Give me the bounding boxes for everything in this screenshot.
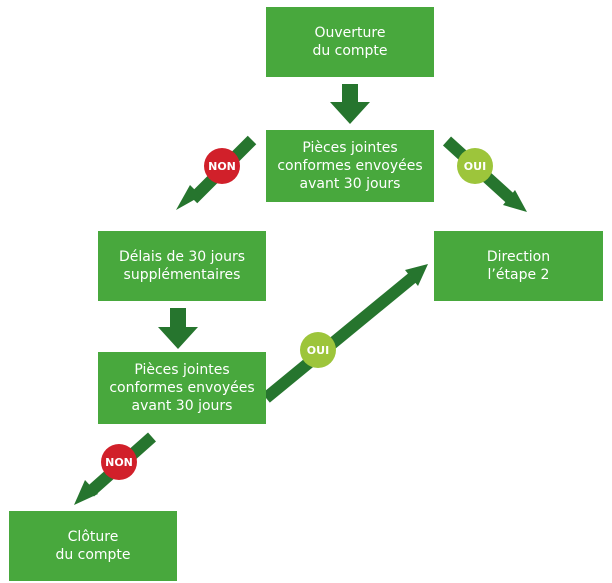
badge-oui-2: OUI bbox=[300, 332, 336, 368]
badge-oui-1: OUI bbox=[457, 148, 493, 184]
arrow-ouverture-to-pieces bbox=[330, 84, 370, 124]
badge-non-1: NON bbox=[204, 148, 240, 184]
node-delais-30-jours: Délais de 30 jours supplémentaires bbox=[98, 231, 266, 301]
node-ouverture-du-compte: Ouverture du compte bbox=[266, 7, 434, 77]
node-pieces-jointes-2: Pièces jointes conformes envoyées avant … bbox=[98, 352, 266, 424]
arrow-oui-to-direction-2 bbox=[262, 264, 428, 403]
arrow-delais-to-pieces bbox=[158, 308, 198, 349]
badge-non-2: NON bbox=[101, 444, 137, 480]
node-cloture-du-compte: Clôture du compte bbox=[9, 511, 177, 581]
node-pieces-jointes-1: Pièces jointes conformes envoyées avant … bbox=[266, 130, 434, 202]
node-direction-etape-2: Direction l’étape 2 bbox=[434, 231, 603, 301]
